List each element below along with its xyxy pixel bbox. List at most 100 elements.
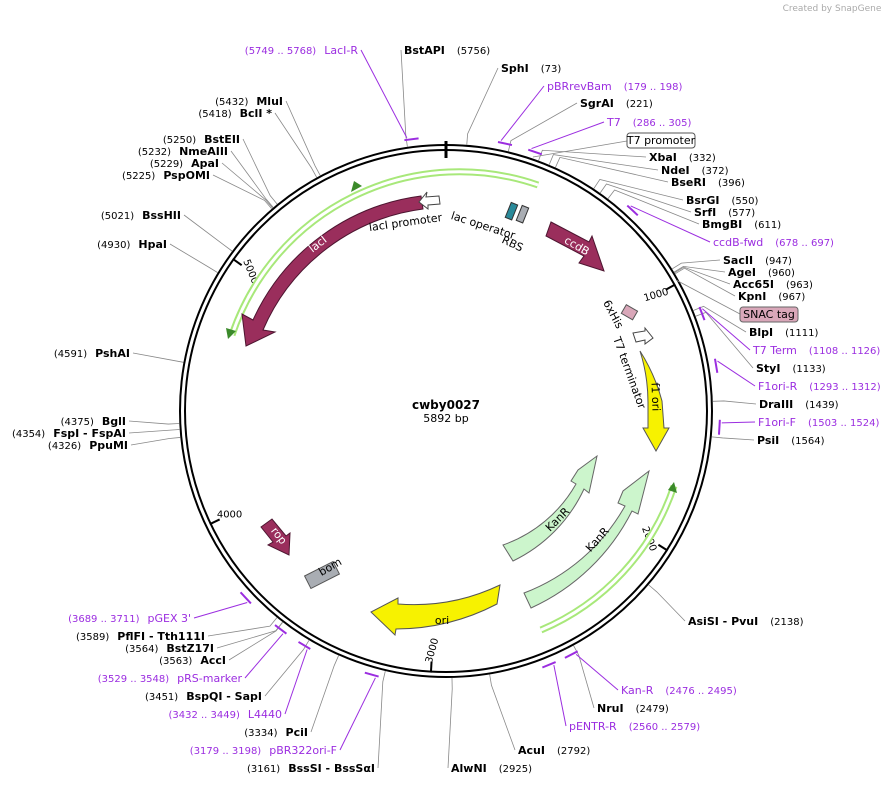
site-pos-fspi-fspai: (4354) — [12, 429, 45, 440]
site-name-hpai: HpaI — [138, 238, 167, 251]
site-name-bstz17i: BstZ17I — [166, 642, 214, 655]
primer-name-l4440: L4440 — [248, 708, 282, 721]
site-pos-bmgbi: (611) — [754, 220, 781, 231]
site-label-asisi-pvui: AsiSI - PvuI(2138) — [688, 615, 804, 628]
site-leader-bsssi-bsss-i — [377, 670, 386, 769]
primer-mark-kan-r — [564, 650, 579, 659]
primer-ccdb-fwd: ccdB-fwd(678 .. 697) — [713, 236, 834, 249]
site-pos-bstz17i: (3564) — [125, 644, 158, 655]
lacI-promoter-arc — [230, 170, 539, 336]
site-leader-bspqi-sapi — [264, 640, 310, 697]
site-nmeaiii: (5232)NmeAIII — [138, 145, 228, 158]
primer-leader-laci-r — [360, 49, 408, 139]
primer-mark-f1ori-f — [717, 419, 721, 435]
primer-mark-prs-marker — [274, 624, 288, 635]
bom-box — [303, 560, 341, 590]
site-acci: (3563)AccI — [159, 654, 226, 667]
site-leader-hpai — [169, 243, 218, 273]
site-label-acui: AcuI(2792) — [518, 744, 590, 757]
site-bstz17i: (3564) BstZ17I — [125, 642, 214, 655]
kanr-inner-feature — [502, 454, 598, 562]
site-name-nrui: NruI — [597, 702, 624, 715]
site-label-nrui: NruI(2479) — [597, 702, 669, 715]
site-label-sgrai: SgrAI(221) — [580, 97, 653, 110]
site-agei: AgeI(960) — [728, 266, 795, 279]
primer-range-pbrrevbam: (179 .. 198) — [624, 82, 683, 93]
primer-laci-r: (5749 .. 5768)LacI-R — [245, 44, 359, 57]
site-pos-styi: (1133) — [792, 364, 825, 375]
site-leader-bseri — [555, 156, 669, 183]
primer-range-f1ori-r: (1293 .. 1312) — [809, 382, 881, 393]
site-bgli: (4375)BglI — [61, 415, 126, 428]
primer-range-pbr322ori-f: (3179 .. 3198) — [190, 746, 262, 757]
primer-leader-pbr322ori-f — [339, 677, 376, 751]
t7-terminator-label: T7 terminator — [610, 334, 649, 411]
site-leader-nrui — [573, 645, 595, 709]
site-pos-bseri: (396) — [718, 178, 745, 189]
primer-label-pentr-r: pENTR-R(2560 .. 2579) — [569, 720, 700, 733]
primer-leader-ccdb-fwd — [630, 205, 711, 243]
site-leader-bstz17i — [216, 621, 283, 649]
ori-label: ori — [435, 614, 449, 627]
t7-promoter-leader — [532, 140, 628, 158]
site-name-ndei: NdeI — [661, 164, 690, 177]
site-label-bcli-star: (5418)BclI * — [198, 107, 272, 120]
site-leader-mlui — [285, 100, 321, 176]
site-label-acci: (3563)AccI — [159, 654, 226, 667]
site-name-blpi: BlpI — [749, 326, 773, 339]
primer-mark-pgex-3 — [239, 591, 252, 605]
site-leader-pflfi-tth111i — [207, 617, 278, 637]
primer-leader-pgex-3 — [193, 602, 248, 619]
primer-t7: T7(286 .. 305) — [606, 116, 692, 129]
site-name-acc65i: Acc65I — [733, 278, 774, 291]
site-leader-bgli — [128, 420, 180, 425]
site-pos-blpi: (1111) — [785, 328, 818, 339]
site-bstapi: BstAPI(5756) — [404, 44, 490, 57]
site-name-pspomi: PspOMI — [163, 169, 210, 182]
site-name-bsrgi: BsrGI — [686, 194, 719, 207]
primer-mark-t7-term — [698, 306, 706, 321]
primer-kan-r: Kan-R(2476 .. 2495) — [621, 684, 737, 697]
site-kpni: KpnI(967) — [738, 290, 805, 303]
primer-range-t7: (286 .. 305) — [633, 118, 692, 129]
site-name-bseri: BseRI — [671, 176, 706, 189]
site-name-pshai: PshAI — [95, 347, 130, 360]
rbs-label: RBS — [500, 233, 525, 254]
site-label-bsssi-bsss-i: (3161)BssSI - BssSαI — [247, 762, 375, 775]
tick-mark-4000 — [209, 518, 221, 526]
primer-label-pbr322ori-f: (3179 .. 3198) pBR322ori-F — [190, 744, 337, 757]
site-label-bsshii: (5021)BssHII — [101, 209, 181, 222]
site-ndei: NdeI(372) — [661, 164, 729, 177]
6xhis-label: 6xHis — [600, 298, 626, 331]
primer-name-pbr322ori-f: pBR322ori-F — [269, 744, 337, 757]
lac-operator-box — [504, 201, 519, 221]
site-pshai: (4591)PshAI — [54, 347, 130, 360]
site-asisi-pvui: AsiSI - PvuI(2138) — [688, 615, 804, 628]
site-pos-pspomi: (5225) — [122, 171, 155, 182]
kanr-outer-arc — [540, 485, 676, 632]
site-label-psii: PsiI (1564) — [757, 434, 825, 447]
site-name-bcli-star: BclI * — [240, 107, 273, 120]
kanr-outer-feature — [523, 469, 650, 609]
site-label-ppumi: (4326)PpuMI — [48, 439, 128, 452]
site-pos-psii: (1564) — [791, 436, 824, 447]
site-leader-pspomi — [212, 174, 273, 210]
site-pos-pcii: (3334) — [244, 728, 277, 739]
site-pos-bsssi-bsss-i: (3161) — [247, 764, 280, 775]
primer-leader-pentr-r — [553, 664, 567, 727]
primer-name-pbrrevbam: pBRrevBam — [547, 80, 612, 93]
site-leader-agei — [673, 265, 726, 273]
site-pos-nmeaiii: (5232) — [138, 147, 171, 158]
primer-pbrrevbam: pBRrevBam (179 .. 198) — [547, 80, 683, 93]
site-leader-asisi-pvui — [648, 584, 686, 622]
site-name-psii: PsiI — [757, 434, 779, 447]
site-name-mlui: MluI — [256, 95, 283, 108]
site-leader-ppumi — [130, 437, 181, 446]
site-name-draiii: DraIII — [759, 398, 793, 411]
site-label-alwni: AlwNI(2925) — [451, 762, 532, 775]
site-acui: AcuI(2792) — [518, 744, 590, 757]
site-name-xbai: XbaI — [649, 151, 677, 164]
snac-tag-leader — [675, 279, 741, 315]
plasmid-length: 5892 bp — [423, 412, 468, 425]
site-name-bsshii: BssHII — [142, 209, 181, 222]
